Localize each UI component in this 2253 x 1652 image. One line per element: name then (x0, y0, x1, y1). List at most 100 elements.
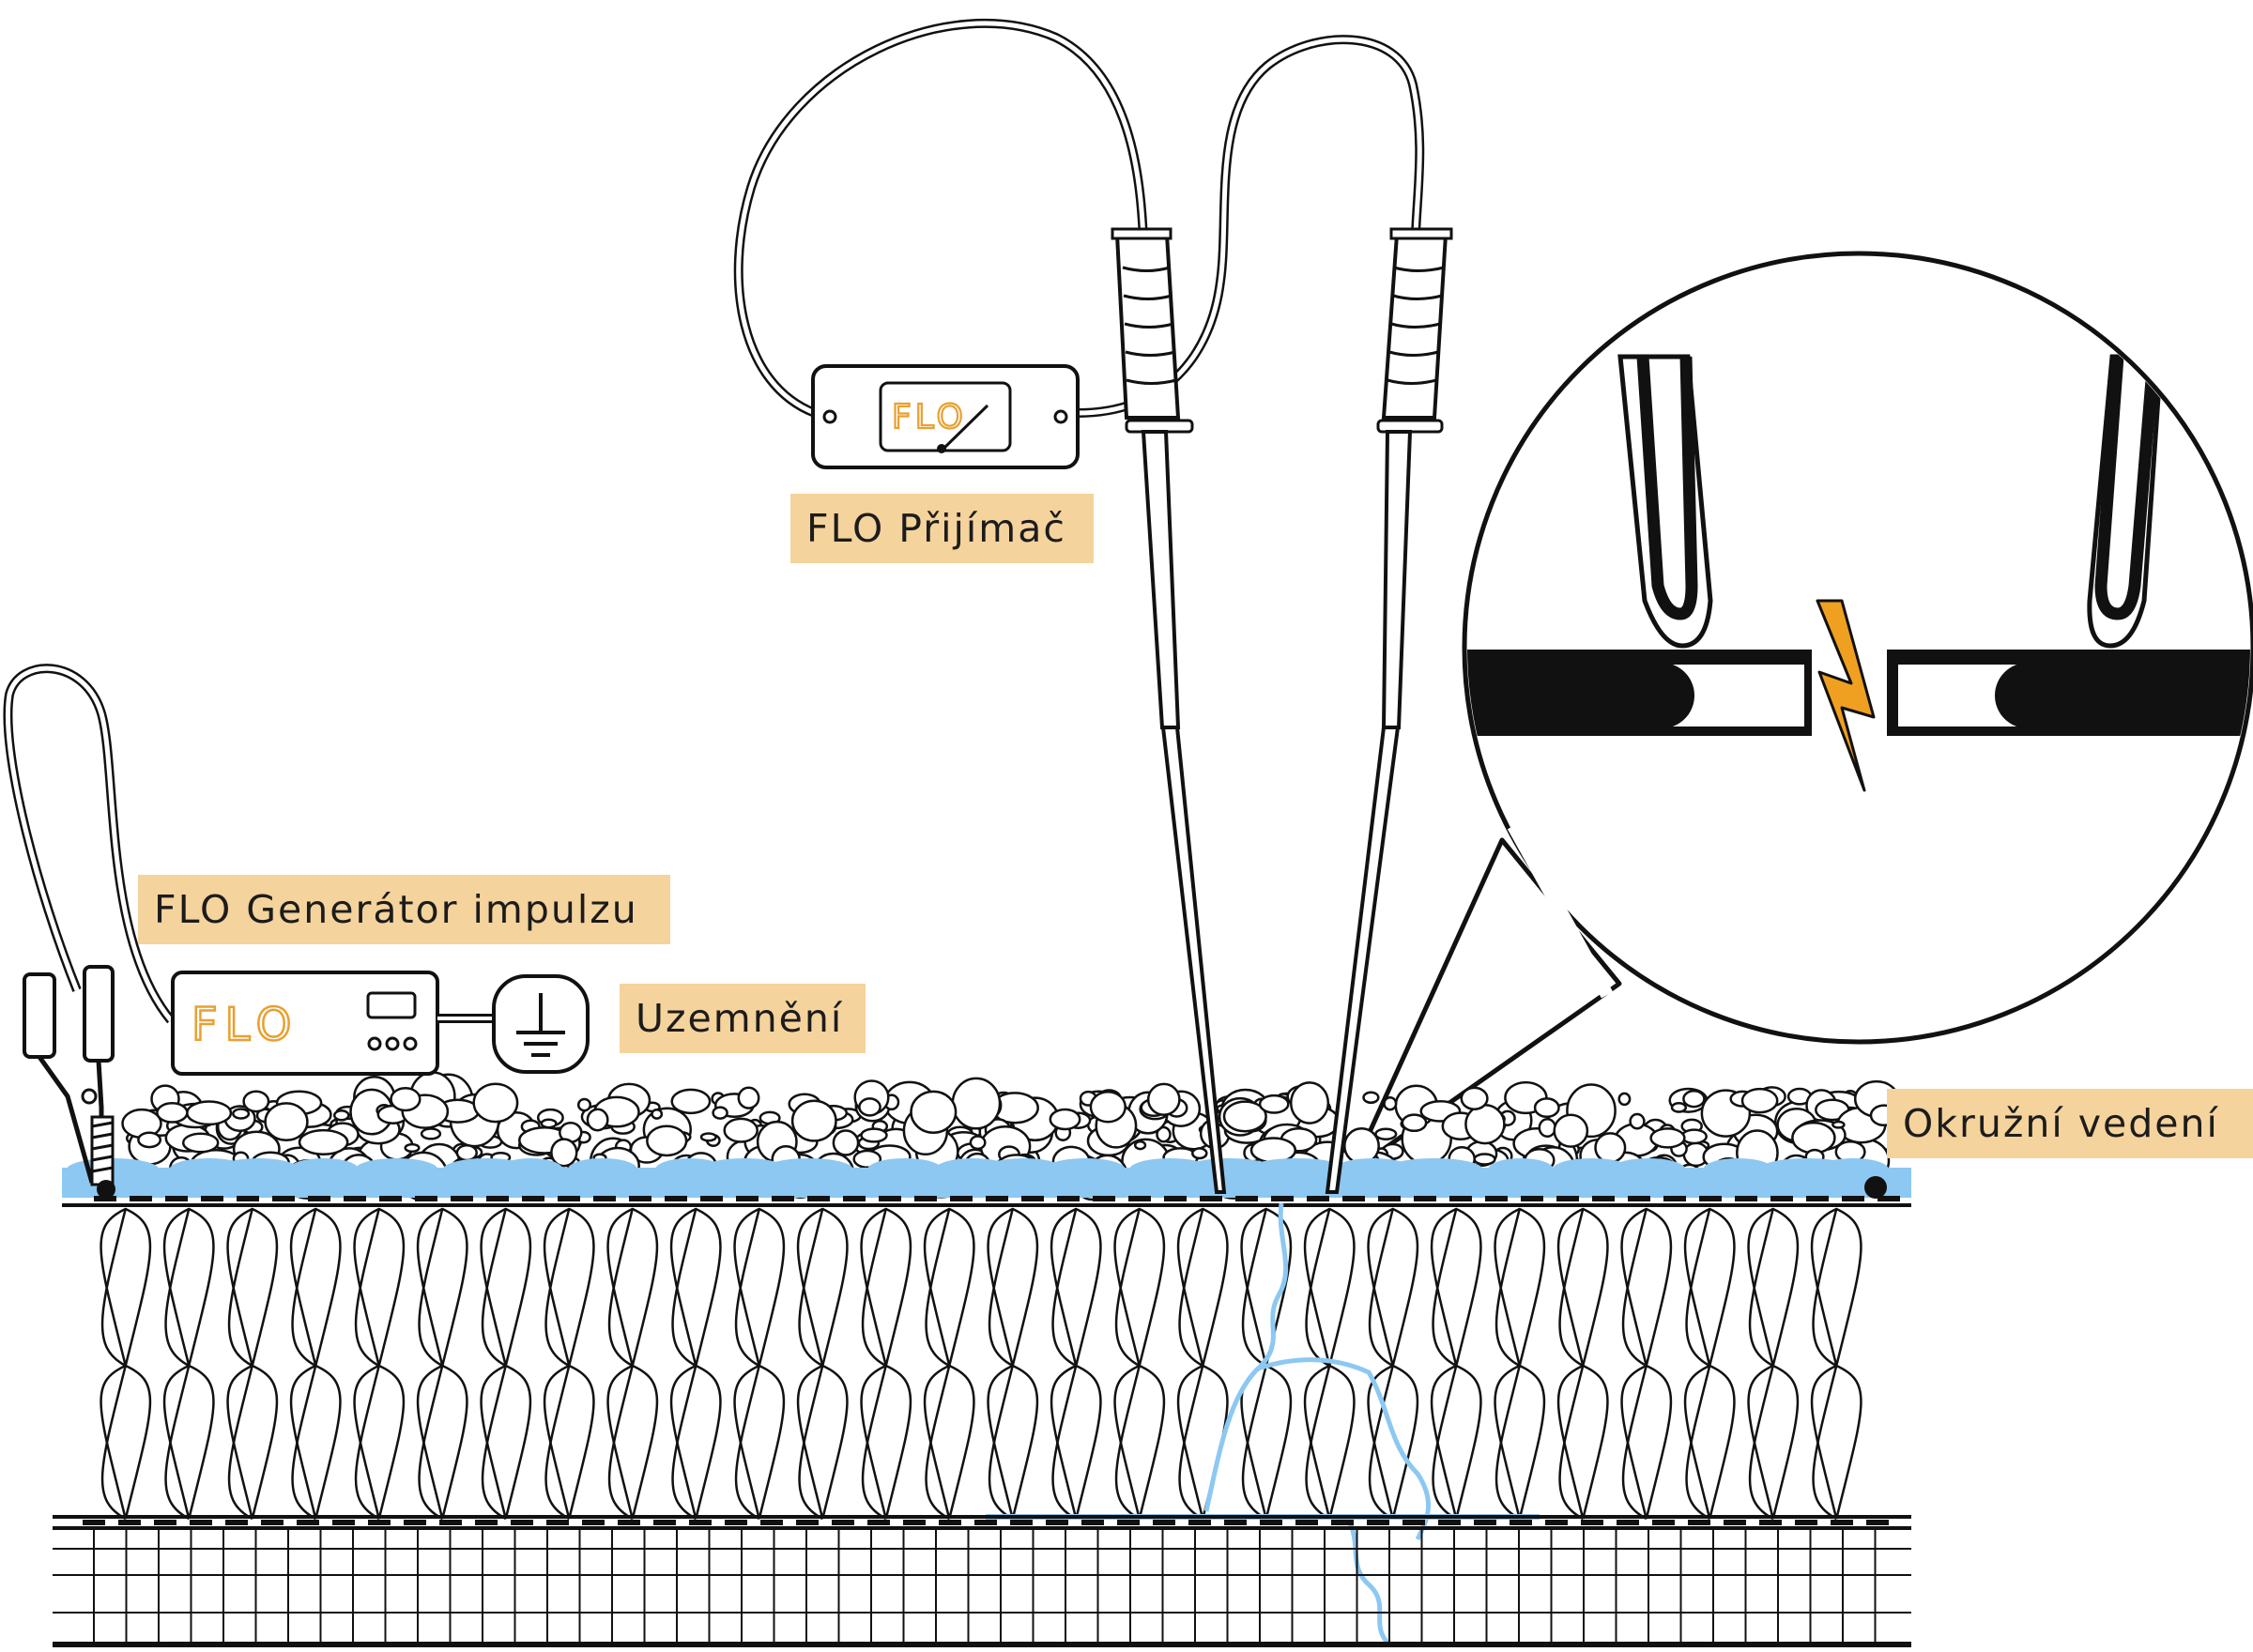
insulation-drop (1556, 1207, 1609, 1367)
insulation-curve (1305, 1365, 1331, 1521)
insulation-curve (1114, 1365, 1141, 1521)
insulation-drop (289, 1364, 342, 1520)
insulation-curve (861, 1208, 887, 1368)
gravel-stone (586, 1108, 609, 1132)
water-blob (567, 1158, 637, 1181)
gravel-stone (420, 1127, 442, 1140)
gravel-stone (969, 1135, 987, 1151)
leak-path (1347, 1522, 1389, 1644)
water-blob (763, 1158, 853, 1181)
insulation-curve (1368, 1208, 1394, 1368)
gravel-stone (1133, 1140, 1147, 1151)
water-blob (1552, 1158, 1632, 1181)
gravel-stone (1533, 1097, 1560, 1119)
receiver-logo: FLO (892, 398, 967, 436)
insulation-drop (1430, 1207, 1482, 1367)
ring-line-marker (1864, 1176, 1887, 1199)
insulation-curve (1621, 1365, 1648, 1521)
insulation-curve (1621, 1208, 1648, 1368)
insulation-curve (1558, 1365, 1585, 1521)
receiver-label: FLO Přijímač (790, 494, 1094, 563)
insulation-drop (1810, 1364, 1862, 1520)
leak-path (1203, 1202, 1289, 1512)
gravel-stone (651, 1108, 664, 1120)
insulation-drop (923, 1207, 975, 1367)
gravel-stone (1258, 1094, 1290, 1114)
gravel-stone (1617, 1092, 1632, 1107)
gravel-stone (1089, 1091, 1126, 1124)
insulation-drop (289, 1207, 342, 1367)
water-blob (1385, 1158, 1483, 1181)
probe-right (1325, 227, 1453, 1194)
insulation-curve (481, 1208, 507, 1368)
insulation-curve (418, 1208, 444, 1368)
gravel-stone (1553, 1113, 1589, 1148)
ring-line-label: Okružní vedení (1887, 1089, 2253, 1158)
gravel-stone (156, 1102, 189, 1124)
gravel-stone (1832, 1120, 1846, 1129)
insulation-drop (100, 1364, 152, 1520)
insulation-curve (798, 1208, 824, 1368)
insulation-drop (1176, 1207, 1229, 1367)
water-blob (1045, 1158, 1126, 1181)
gravel-stone (1740, 1087, 1779, 1114)
gravel-stone (1222, 1100, 1267, 1133)
insulation-drop (669, 1207, 722, 1367)
insulation-drop (416, 1207, 468, 1367)
insulation-curve (1051, 1208, 1078, 1368)
insulation-curve (861, 1365, 887, 1521)
insulation-drop (162, 1207, 215, 1367)
gravel-stone (390, 1086, 421, 1112)
insulation-curve (988, 1365, 1014, 1521)
gravel-stone (186, 1100, 233, 1126)
insulation-curve (1685, 1365, 1711, 1521)
receiver-cables (733, 19, 1425, 418)
gravel-stone (1191, 1147, 1208, 1160)
gravel-stone (723, 1117, 759, 1143)
insulation-curve (354, 1365, 380, 1521)
insulation-curve (544, 1365, 571, 1521)
insulation-curve (1685, 1208, 1711, 1368)
insulation-drop (1113, 1207, 1166, 1367)
insulation-curve (291, 1365, 317, 1521)
insulation-drop (1683, 1207, 1736, 1367)
water-blob (498, 1158, 563, 1181)
insulation-curve (1812, 1208, 1838, 1368)
water-blob (1183, 1158, 1275, 1181)
insulation-drop (1747, 1364, 1800, 1520)
insulation-curve (1432, 1208, 1458, 1368)
meter-needle-icon (942, 404, 989, 451)
insulation-drop (1810, 1207, 1862, 1367)
probe-left (1111, 227, 1227, 1194)
insulation-drop (1050, 1364, 1102, 1520)
insulation-drop (543, 1364, 595, 1520)
water-blob (700, 1158, 788, 1181)
insulation-curve (354, 1208, 380, 1368)
insulation-drop (1240, 1364, 1293, 1520)
insulation-drop (860, 1364, 912, 1520)
insulation-drop (606, 1207, 659, 1367)
gravel-stone (712, 1106, 728, 1120)
insulation-drop (1367, 1207, 1419, 1367)
insulation-curve (607, 1208, 634, 1368)
insulation-curve (1114, 1208, 1141, 1368)
insulation-drop (226, 1207, 279, 1367)
gravel-stone (455, 1143, 478, 1162)
insulation-curve (925, 1365, 951, 1521)
gravel-stone (1680, 1128, 1708, 1145)
water-blob (867, 1158, 943, 1181)
insulation-drop (1050, 1207, 1102, 1367)
insulation-drop (1494, 1207, 1546, 1367)
insulation-curve (734, 1208, 760, 1368)
insulation-curve (1812, 1365, 1838, 1521)
water-blob (218, 1158, 299, 1181)
gravel-stone (832, 1129, 860, 1156)
insulation-curve (418, 1365, 444, 1521)
gravel-stone (910, 1090, 958, 1134)
gravel-stone (1343, 1127, 1380, 1165)
insulation-drop (1494, 1364, 1546, 1520)
insulation-curve (1178, 1208, 1204, 1368)
roof-layers (53, 1071, 1911, 1647)
gravel-stone (1594, 1132, 1627, 1164)
